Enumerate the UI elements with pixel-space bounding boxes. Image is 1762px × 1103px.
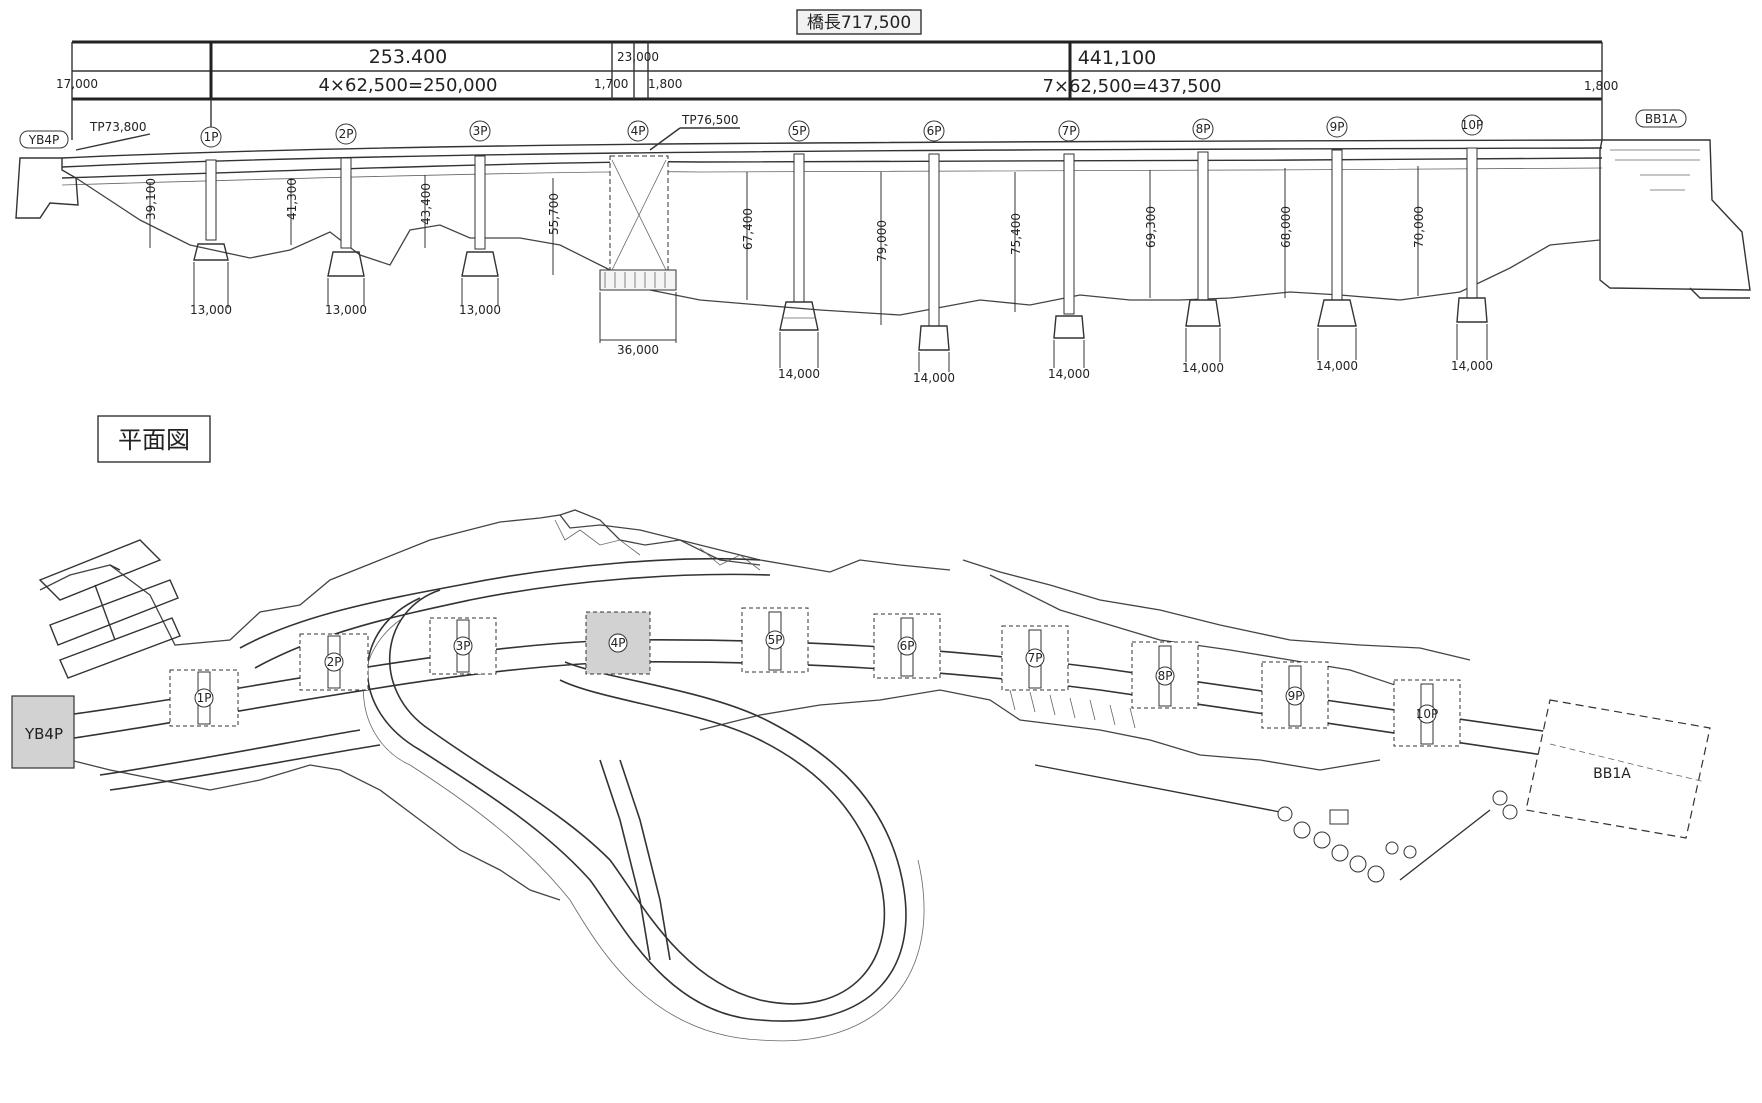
plan-pier-5P-label: 5P	[768, 633, 783, 647]
pier-6P-base: 14,000	[913, 371, 955, 385]
pier-5P-base: 14,000	[778, 367, 820, 381]
pier-1P-base: 13,000	[190, 303, 232, 317]
pier-10P-label: 10P	[1461, 118, 1484, 132]
plan-piers: 1P 2P 3P 4P 5P 6P	[169, 607, 1461, 747]
pier-2P: 2P 41,300 13,000	[285, 123, 367, 317]
pier-4P-base: 36,000	[617, 343, 659, 357]
bridge-deck	[61, 139, 1603, 186]
pier-3P-height: 43,400	[419, 183, 433, 225]
dim-span-right: 7×62,500=437,500	[1042, 76, 1221, 97]
pier-1P-label: 1P	[204, 130, 219, 144]
plan-pier-8P-label: 8P	[1158, 669, 1173, 683]
plan-pier-7P-label: 7P	[1028, 651, 1043, 665]
plan-pier-6P-label: 6P	[900, 639, 915, 653]
pier-10P-height: 70,000	[1412, 206, 1426, 248]
pier-4P-label: 4P	[631, 124, 646, 138]
plan-pier-9P: 9P	[1261, 661, 1329, 729]
pier-9P-label: 9P	[1330, 120, 1345, 134]
plan-pier-4P: 4P	[585, 611, 651, 675]
dim-top-left: 253.400	[369, 46, 448, 68]
pier-4P-height: 55,700	[547, 193, 561, 235]
plan-pier-9P-label: 9P	[1288, 689, 1303, 703]
pier-5P-label: 5P	[792, 124, 807, 138]
right-abutment-label: BB1A	[1645, 112, 1678, 126]
plan-pier-1P: 1P	[169, 669, 239, 727]
plan-terrain	[19, 509, 1471, 901]
pier-7P: 7P 75,400 14,000	[1009, 120, 1090, 381]
pier-9P: 9P 68,000 14,000	[1279, 116, 1358, 373]
pier-3P-label: 3P	[473, 124, 488, 138]
pier-8P-label: 8P	[1196, 122, 1211, 136]
dim-end-left: 17,000	[56, 77, 98, 91]
plan-loop-ramp	[363, 589, 925, 1042]
plan-pier-4P-label: 4P	[611, 636, 626, 650]
plan-right-abutment: BB1A	[1525, 699, 1711, 839]
left-abutment-body	[15, 157, 79, 219]
dim-end-right: 1,800	[1584, 79, 1618, 93]
plan-title: 平面図	[97, 415, 211, 463]
plan-left-buildings	[38, 539, 181, 679]
left-abutment-tag: YB4P	[19, 130, 69, 149]
pier-8P-height: 69,300	[1144, 206, 1158, 248]
plan-pier-3P: 3P	[429, 617, 497, 675]
plan-pier-1P-label: 1P	[197, 691, 212, 705]
plan-pier-5P: 5P	[741, 607, 809, 673]
pier-1P: 1P 39,100 13,000	[144, 126, 232, 317]
pier-2P-height: 41,300	[285, 178, 299, 220]
plan-pier-2P-label: 2P	[327, 655, 342, 669]
plan-pier-10P: 10P	[1393, 679, 1461, 747]
pier-5P-height: 67,400	[741, 208, 755, 250]
pier-1P-height: 39,100	[144, 178, 158, 220]
pier-9P-base: 14,000	[1316, 359, 1358, 373]
plan-pier-7P: 7P	[1001, 625, 1069, 691]
dim-gap-a: 1,700	[594, 77, 628, 91]
left-tp-label: TP73,800	[89, 120, 147, 134]
pier-8P: 8P 69,300 14,000	[1144, 118, 1224, 375]
ground-profile	[75, 177, 1601, 316]
pier-3P: 3P 43,400 13,000	[419, 120, 501, 317]
plan-pier-6P: 6P	[873, 613, 941, 679]
plan-pier-8P: 8P	[1131, 641, 1199, 709]
mid-tp-label: TP76,500	[681, 113, 739, 127]
right-abutment-tag: BB1A	[1635, 109, 1687, 128]
plan-pier-3P-label: 3P	[456, 639, 471, 653]
pier-3P-base: 13,000	[459, 303, 501, 317]
plan-left-abutment-label: YB4P	[24, 725, 63, 743]
dim-span-left: 4×62,500=250,000	[318, 75, 497, 96]
right-abutment-body	[1599, 139, 1751, 299]
pier-5P: 5P 67,400 14,000	[741, 120, 820, 381]
dim-top-right: 441,100	[1078, 47, 1157, 69]
dim-top-mid: 23,000	[617, 50, 659, 64]
bridge-length-title: 橋長717,500	[796, 9, 922, 35]
bridge-length-text: 橋長717,500	[807, 13, 911, 33]
pier-6P: 6P 79,000 14,000	[875, 120, 955, 385]
plan-title-text: 平面図	[118, 426, 190, 454]
pier-7P-height: 75,400	[1009, 213, 1023, 255]
pier-2P-base: 13,000	[325, 303, 367, 317]
pier-4P: 4P 55,700 36,000	[547, 120, 677, 357]
plan-pier-10P-label: 10P	[1416, 707, 1439, 721]
pier-6P-height: 79,000	[875, 220, 889, 262]
pier-10P-base: 14,000	[1451, 359, 1493, 373]
plan-left-abutment: YB4P	[11, 695, 75, 769]
left-abutment-label: YB4P	[28, 133, 59, 147]
pier-10P: 10P 70,000 14,000	[1412, 114, 1493, 373]
pier-7P-label: 7P	[1062, 124, 1077, 138]
plan-pier-2P: 2P	[299, 633, 369, 691]
plan-bridge-alignment	[73, 638, 1551, 757]
dim-gap-b: 1,800	[648, 77, 682, 91]
pier-6P-label: 6P	[927, 124, 942, 138]
plan-equipment	[1034, 764, 1518, 883]
pier-2P-label: 2P	[339, 127, 354, 141]
pier-7P-base: 14,000	[1048, 367, 1090, 381]
plan-right-abutment-label: BB1A	[1593, 766, 1631, 782]
pier-8P-base: 14,000	[1182, 361, 1224, 375]
pier-9P-height: 68,000	[1279, 206, 1293, 248]
elevation-piers: 1P 39,100 13,000 2P 41,300 13,000 3P	[144, 114, 1493, 385]
dimension-lines	[71, 40, 1603, 140]
